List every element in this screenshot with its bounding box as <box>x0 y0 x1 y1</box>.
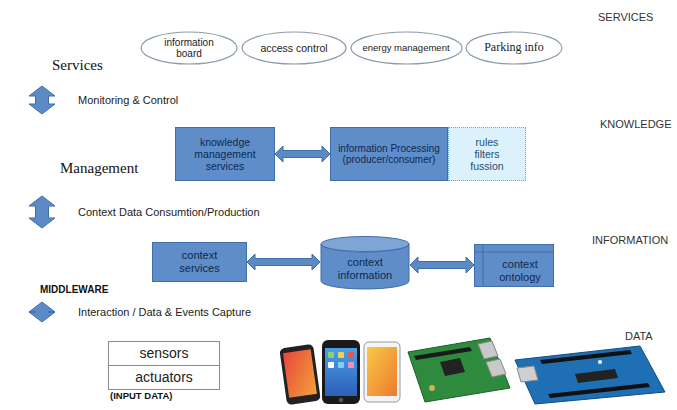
edge-label: Monitoring & Control <box>78 94 178 107</box>
double-arrow <box>29 302 55 322</box>
process-box: knowledge management services <box>175 127 275 181</box>
node-text: context services <box>170 249 230 274</box>
input-box: sensors <box>108 341 220 366</box>
phone-iphone <box>322 340 360 404</box>
ellipse-outline <box>351 32 462 64</box>
table-box: context ontology <box>474 244 554 287</box>
service-ellipse: information board <box>140 31 238 65</box>
service-ellipse: energy management <box>350 31 463 65</box>
node-text: context information <box>330 256 400 281</box>
layer-label: Management <box>60 160 138 177</box>
layer-label: (INPUT DATA) <box>110 391 172 402</box>
layer-title: DATA <box>625 330 653 343</box>
arduino-board <box>515 346 665 404</box>
double-arrow <box>410 257 474 273</box>
layer-plane: DATA (INPUT DATA) sensors actuators <box>0 322 677 405</box>
raspberry-pi-board <box>408 338 510 402</box>
node-text: energy management <box>360 43 452 54</box>
edge-label: Interaction / Data & Events Capture <box>78 306 251 319</box>
node-text: context ontology <box>492 258 548 283</box>
phone-note <box>364 342 400 402</box>
layer-label: Services <box>52 57 103 74</box>
node-text: knowledge management services <box>180 136 270 172</box>
ellipse-outline <box>242 32 346 64</box>
rules-box: rules filters fussion <box>448 127 526 181</box>
node-text: rules filters fussion <box>464 136 510 172</box>
layer-plane-shape <box>14 322 668 405</box>
edge-label: Context Data Consumtion/Production <box>78 206 260 219</box>
node-text: information board <box>158 37 220 60</box>
layer-title: SERVICES <box>598 11 653 24</box>
node-text: access control <box>252 42 336 54</box>
ellipse-outline <box>466 32 562 64</box>
double-arrow <box>29 86 55 114</box>
ellipse-outline <box>141 32 237 64</box>
process-box: context services <box>152 242 247 282</box>
layer-plane: INFORMATION MIDDLEWARE context services con… <box>0 228 677 302</box>
layer-outline <box>0 322 677 405</box>
node-text: sensors <box>114 345 214 361</box>
node-text: actuators <box>114 369 214 385</box>
double-arrow <box>247 254 320 270</box>
table-rule <box>483 245 484 286</box>
layer-plane-shape <box>14 5 668 86</box>
phone-lg <box>279 344 321 405</box>
layer-title: KNOWLEDGE <box>600 118 672 131</box>
node-text: Parking info <box>474 41 554 55</box>
layer-plane: KNOWLEDGE Management knowledge management … <box>0 114 677 196</box>
service-ellipse: access control <box>241 31 347 65</box>
layer-label: MIDDLEWARE <box>40 284 108 296</box>
layer-plane-shape <box>14 114 668 196</box>
database-cylinder: context information <box>320 236 410 290</box>
input-box: actuators <box>108 365 220 390</box>
process-box: information Processing (producer/consume… <box>330 127 448 181</box>
service-ellipse: Parking info <box>465 31 563 65</box>
table-rule <box>475 251 553 252</box>
double-arrow <box>275 146 330 162</box>
layer-title: INFORMATION <box>592 234 668 247</box>
layer-plane-shape <box>14 228 668 302</box>
node-text: information Processing (producer/consume… <box>336 143 442 166</box>
double-arrow <box>29 196 55 228</box>
cylinder-top <box>321 237 409 252</box>
layer-plane: SERVICES Services information board access … <box>0 5 677 86</box>
